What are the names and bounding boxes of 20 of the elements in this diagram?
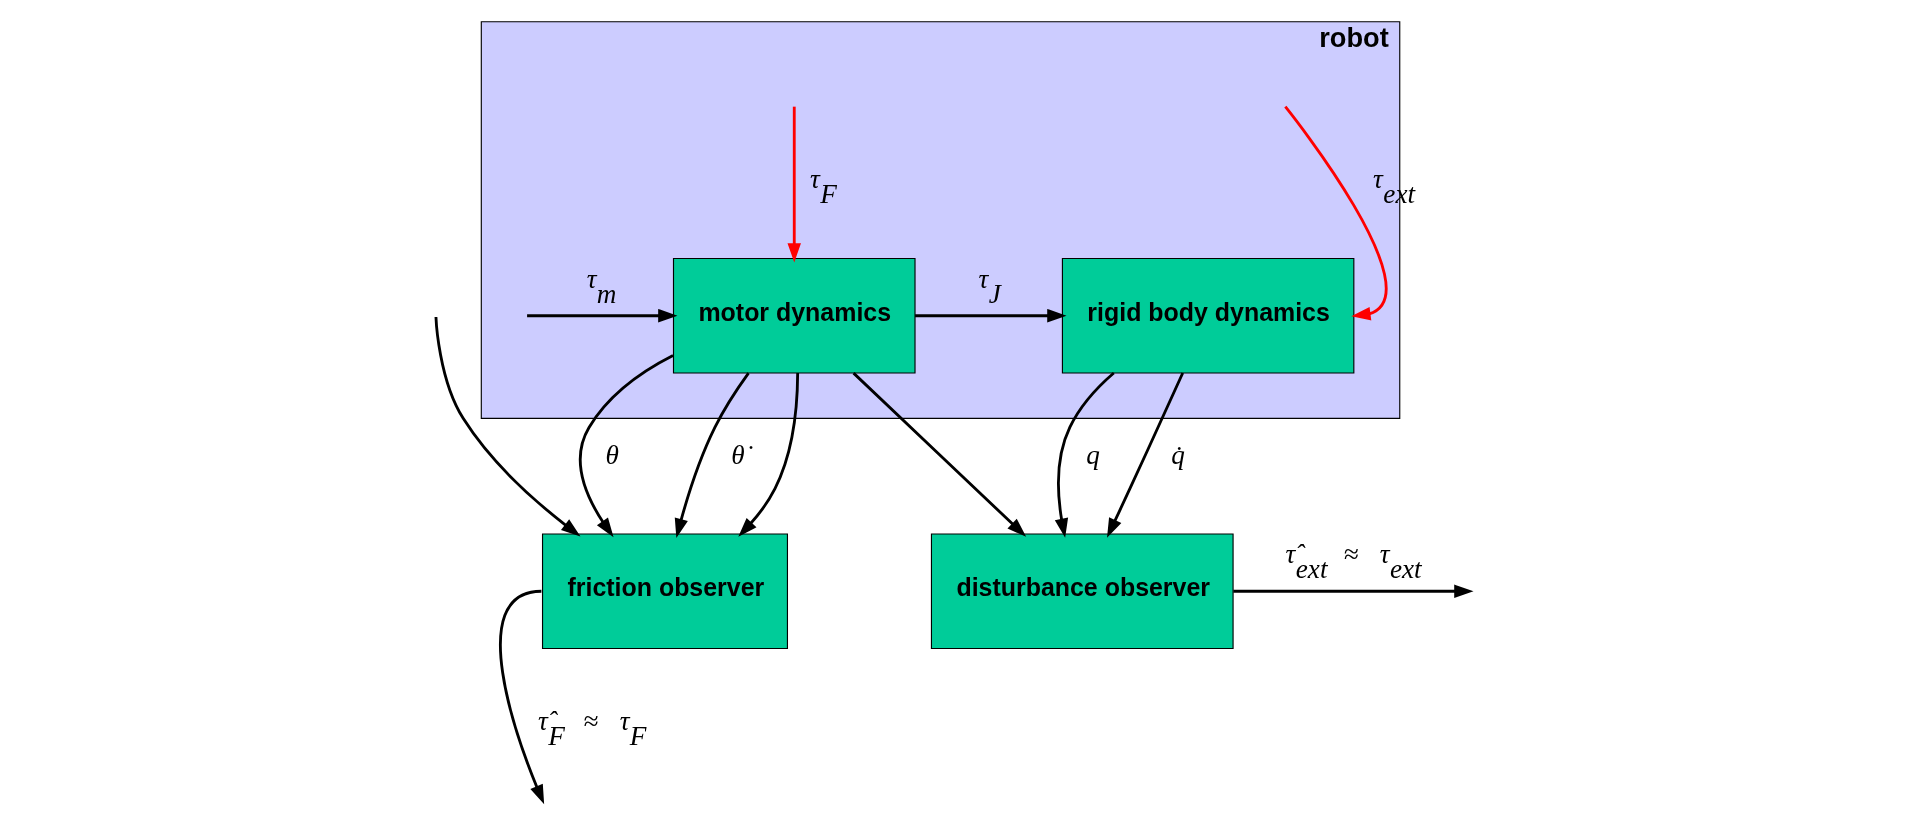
arrow <box>738 373 800 537</box>
arrow <box>1107 372 1185 538</box>
arrow <box>527 308 678 323</box>
arrow <box>915 308 1067 323</box>
arrow <box>1284 105 1388 321</box>
arrow <box>434 316 581 537</box>
node-box: rigid body dynamics <box>1061 257 1355 374</box>
arrow <box>674 372 750 538</box>
arrow <box>578 354 674 538</box>
node-box: friction observer <box>541 533 788 650</box>
arrow <box>1233 584 1474 598</box>
edge-label: q̇ <box>1171 439 1185 470</box>
arrow <box>499 589 545 805</box>
arrow <box>852 372 1027 537</box>
arrow <box>787 106 801 263</box>
edge-label: q <box>1086 439 1100 470</box>
arrow <box>1054 371 1115 538</box>
node-box: disturbance observer <box>930 533 1234 650</box>
node-box: motor dynamics <box>672 257 916 374</box>
edge-label: θ <box>605 439 619 470</box>
